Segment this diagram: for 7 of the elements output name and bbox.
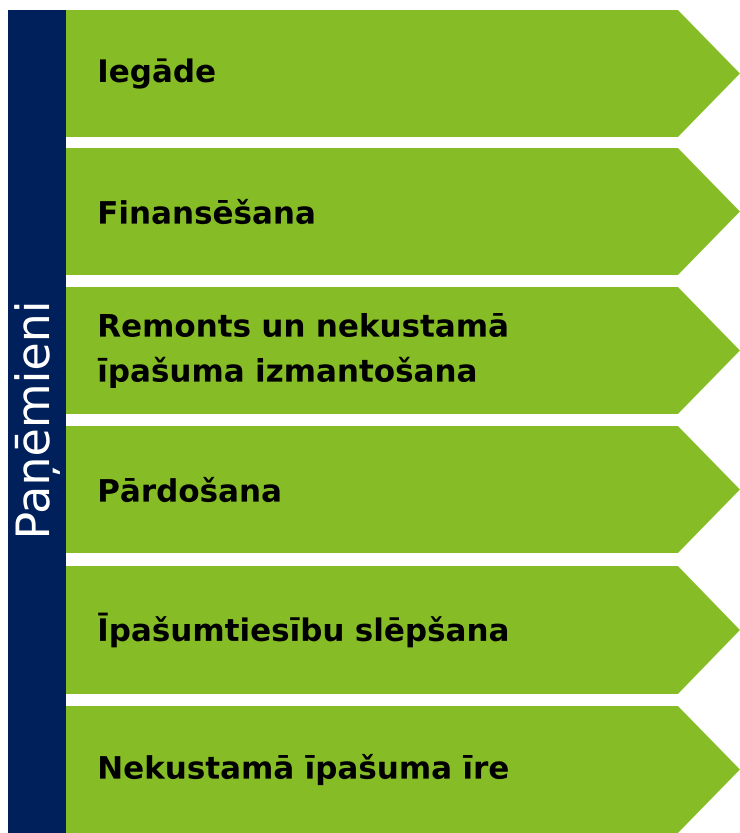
chevron-banner: Īpašumtiesību slēpšana bbox=[66, 566, 740, 694]
chevron-banner: Pārdošana bbox=[66, 426, 740, 553]
chevron-banner: Finansēšana bbox=[66, 148, 740, 275]
chevron-banner: Iegāde bbox=[66, 10, 740, 137]
chevron-banner: Remonts un nekustamā īpašuma izmantošana bbox=[66, 287, 740, 414]
chevron-banner: Nekustamā īpašuma īre bbox=[66, 706, 740, 833]
side-bar: Paņēmieni bbox=[8, 10, 66, 833]
